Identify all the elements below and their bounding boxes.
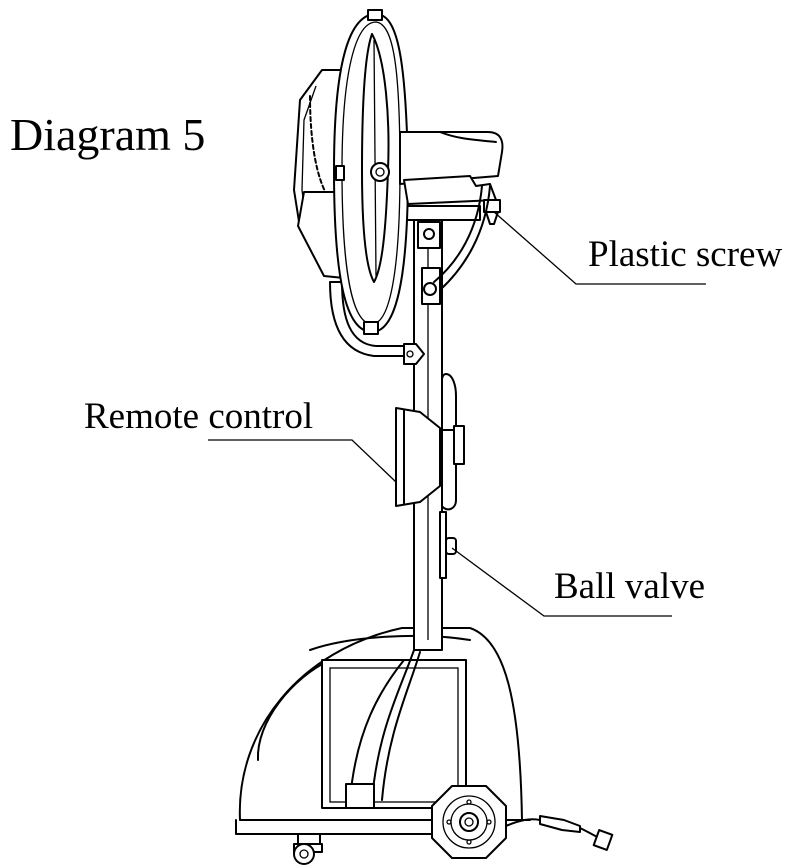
main-wheel xyxy=(431,785,507,859)
remote-control-holder xyxy=(395,373,465,511)
remote-control-label: Remote control xyxy=(84,396,314,437)
leader-lines xyxy=(208,211,706,617)
ball-valve-label: Ball valve xyxy=(554,566,706,607)
caster-wheel xyxy=(293,833,323,865)
plastic-screw-label: Plastic screw xyxy=(588,234,783,275)
fan-arm xyxy=(329,281,425,365)
diagram-title: Diagram 5 xyxy=(10,109,206,160)
fan-guard xyxy=(333,9,409,335)
power-cord xyxy=(505,815,614,851)
